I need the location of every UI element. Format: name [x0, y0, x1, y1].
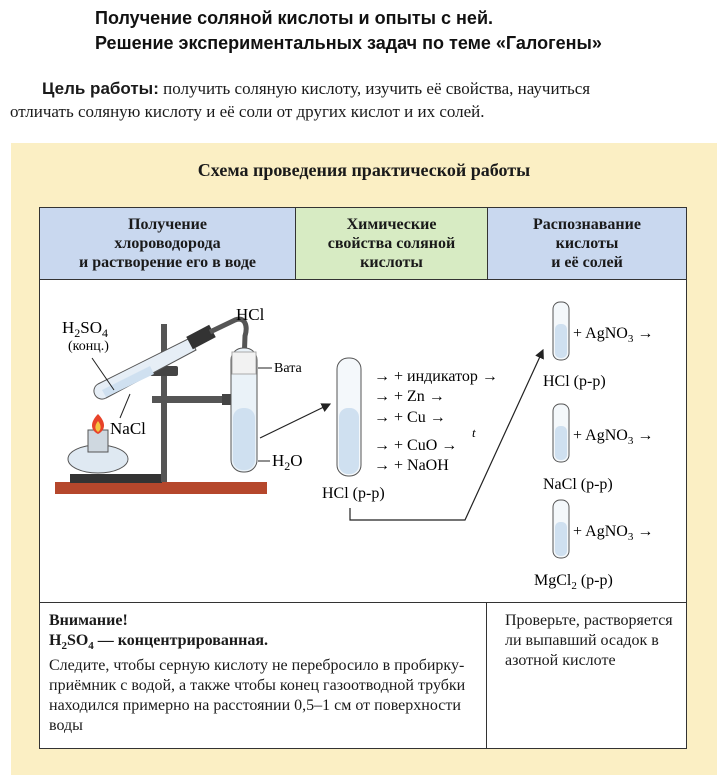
nacl-leader: [119, 393, 131, 419]
recognition-reagent-1: + AgNO3→: [573, 325, 653, 345]
stand-base-board: [55, 482, 267, 494]
header-text: Получение: [128, 216, 207, 233]
header-divider: [40, 279, 686, 280]
header-text: Химические: [346, 216, 437, 233]
header-text: Распознавание: [533, 216, 641, 233]
recognition-reagent-3: + AgNO3→: [573, 523, 653, 543]
header-text: хлороводорода: [114, 235, 221, 252]
goal-text-1: получить соляную кислоту, изучить её сво…: [158, 79, 591, 98]
scheme-table: Получение хлороводорода и растворение ег…: [39, 207, 687, 749]
recognition-tube-nacl: [552, 403, 570, 463]
title-line-2: Решение экспериментальных задач по теме …: [95, 33, 602, 53]
heat-mark: t: [472, 425, 476, 440]
recognition-reagent-2: + AgNO3→: [573, 427, 653, 447]
title-line-1: Получение соляной кислоты и опыты с ней.: [95, 8, 494, 28]
recognition-connector: [349, 348, 544, 521]
reagent-zn: → + Zn →: [374, 388, 445, 405]
header-text: и растворение его в воде: [78, 254, 257, 271]
goal-paragraph: Цель работы: получить соляную кислоту, и…: [10, 77, 718, 123]
transfer-arrow: [259, 403, 332, 439]
column-header-properties: Химические свойства соляной кислоты: [296, 208, 488, 279]
nacl-label: NaCl: [110, 419, 146, 438]
warning-note: Внимание! H2SO4 — концентрированная. Сле…: [49, 611, 479, 736]
hcl-solution-label: HCl (р-р): [322, 485, 385, 502]
check-note: Проверьте, растворяется ли выпавший осад…: [505, 612, 673, 669]
gas-outlet-tube: [208, 316, 249, 469]
vata-label: Вата: [274, 361, 302, 376]
warning-title: Внимание!: [49, 612, 128, 629]
header-text: свойства соляной: [327, 235, 456, 252]
warning-text: Следите, чтобы серную кислоту не перебро…: [49, 657, 466, 735]
recognition-label-3: MgCl2 (р-р): [534, 572, 613, 592]
scheme-title: Схема проведения практической работы: [197, 160, 531, 180]
reagent-indicator: → + индикатор →: [374, 368, 498, 385]
recognition-label-1: HCl (р-р): [543, 373, 606, 390]
header-text: и её солей: [551, 254, 623, 271]
footer-column-divider: [486, 602, 487, 748]
warning-heading: H2SO4 — концентрированная.: [49, 632, 268, 653]
recognition-tube-hcl: [552, 301, 570, 361]
reagent-cu: → + Cu →: [374, 409, 446, 426]
konc-label: (конц.): [68, 339, 109, 354]
goal-label: Цель работы:: [42, 79, 159, 98]
h2so4-leader: [91, 357, 115, 391]
page-title: Получение соляной кислоты и опыты с ней.…: [95, 6, 715, 56]
experiment-diagram: H2SO4 (конц.) NaCl HCl Вата H2O HCl (р-р…: [55, 301, 653, 592]
header-text: кислоты: [555, 235, 619, 252]
header-text: кислоты: [360, 254, 423, 271]
goal-text-2: отличать соляную кислоту и её соли от др…: [10, 102, 485, 121]
spirit-burner: [67, 414, 129, 474]
hcl-solution-tube: [336, 357, 362, 477]
h2so4-label: H2SO4: [62, 318, 108, 340]
stand-foot: [70, 474, 162, 483]
recognition-tube-mgcl2: [552, 499, 570, 559]
reagent-naoh: → + NaOH: [374, 457, 449, 474]
stopper: [186, 324, 216, 350]
footer-divider: [40, 602, 686, 603]
reaction-tube: [93, 324, 216, 400]
receiver-tube: [230, 347, 258, 473]
column-header-obtaining: Получение хлороводорода и растворение ег…: [40, 208, 296, 279]
column-header-recognition: Распознавание кислоты и её солей: [488, 208, 686, 279]
clamp-arm: [152, 396, 227, 403]
hcl-gas-label: HCl: [236, 305, 265, 324]
reagent-cuo: → + CuO →: [374, 437, 457, 454]
h2o-label: H2O: [272, 451, 303, 473]
recognition-label-2: NaCl (р-р): [543, 476, 613, 493]
